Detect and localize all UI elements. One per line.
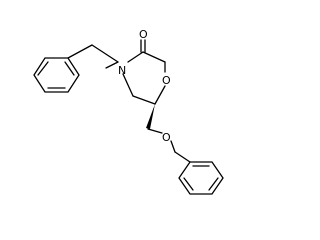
bond-n-c5 (105, 61, 119, 69)
bond-o1-c6 (154, 85, 166, 105)
bond-o-ch2 (170, 140, 176, 153)
benzyloxymethyl-chain (147, 128, 191, 163)
stereo-wedge-bond (146, 104, 155, 129)
carbonyl-oxygen-label: O (139, 28, 148, 41)
ring-oxygen-label: O (162, 74, 171, 87)
bond-c3-c2 (142, 51, 166, 63)
bond-c6-c5 (132, 95, 156, 105)
molecule-diagram: N O O O (33, 28, 224, 195)
bond-c5-n (122, 73, 134, 97)
ether-oxygen-label: O (162, 131, 171, 144)
left-phenyl-ring (33, 57, 80, 93)
structure-canvas: N O O O (33, 28, 224, 195)
bond-ch2-o (147, 128, 163, 134)
bond-n-c3 (127, 51, 144, 63)
ring-nitrogen-label: N (118, 64, 126, 77)
bond-n-ch2 (91, 44, 119, 63)
bond-ch2-ring (67, 44, 93, 59)
bond-ch2-phenyl (174, 151, 191, 163)
morpholinone-ring (105, 39, 166, 105)
bottom-phenyl-ring (178, 161, 224, 195)
n-benzyl-group (67, 44, 119, 63)
